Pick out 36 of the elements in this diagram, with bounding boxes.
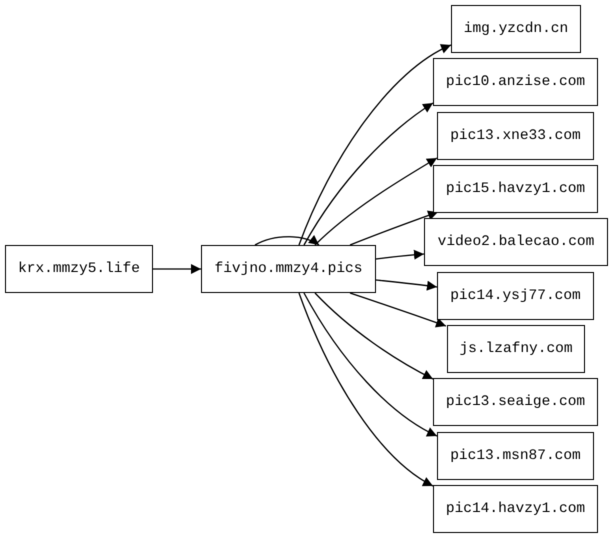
domain-box: [433, 485, 598, 533]
arrow: [376, 279, 438, 291]
domain-label: pic14.havzy1.com: [446, 501, 586, 517]
domain-box: [424, 218, 608, 266]
domain-label: krx.mmzy5.life: [18, 261, 140, 277]
domain-label: pic13.xne33.com: [450, 128, 581, 144]
arrow: [254, 235, 320, 246]
domain-box: [451, 5, 581, 53]
arrow: [153, 264, 201, 274]
arrow: [303, 102, 434, 246]
arrow: [298, 292, 434, 487]
domain-label: pic15.havzy1.com: [446, 181, 586, 197]
domain-label: js.lzafny.com: [459, 341, 573, 357]
domain-box: [437, 112, 594, 160]
arrow: [350, 292, 446, 328]
domain-label: img.yzcdn.cn: [464, 21, 568, 37]
domain-label: pic13.msn87.com: [450, 448, 581, 464]
arrow: [314, 157, 438, 246]
domain-box: [447, 325, 585, 373]
arrow: [298, 44, 452, 246]
domain-label: fivjno.mmzy4.pics: [214, 261, 362, 277]
arrow: [303, 292, 438, 437]
domain-label: pic10.anzise.com: [446, 74, 586, 90]
domain-box: [437, 432, 594, 480]
domain-label: pic14.ysj77.com: [450, 288, 581, 304]
domain-label: pic13.seaige.com: [446, 394, 586, 410]
domain-box: [437, 272, 594, 320]
domain-box: [433, 165, 598, 213]
arrow: [314, 292, 434, 380]
domain-box: [5, 245, 153, 293]
domain-box: [433, 58, 598, 106]
arrow: [376, 250, 424, 260]
domain-box: [433, 378, 598, 426]
arrow: [350, 210, 438, 246]
domain-box: [201, 245, 376, 293]
domain-label: video2.balecao.com: [438, 234, 594, 250]
